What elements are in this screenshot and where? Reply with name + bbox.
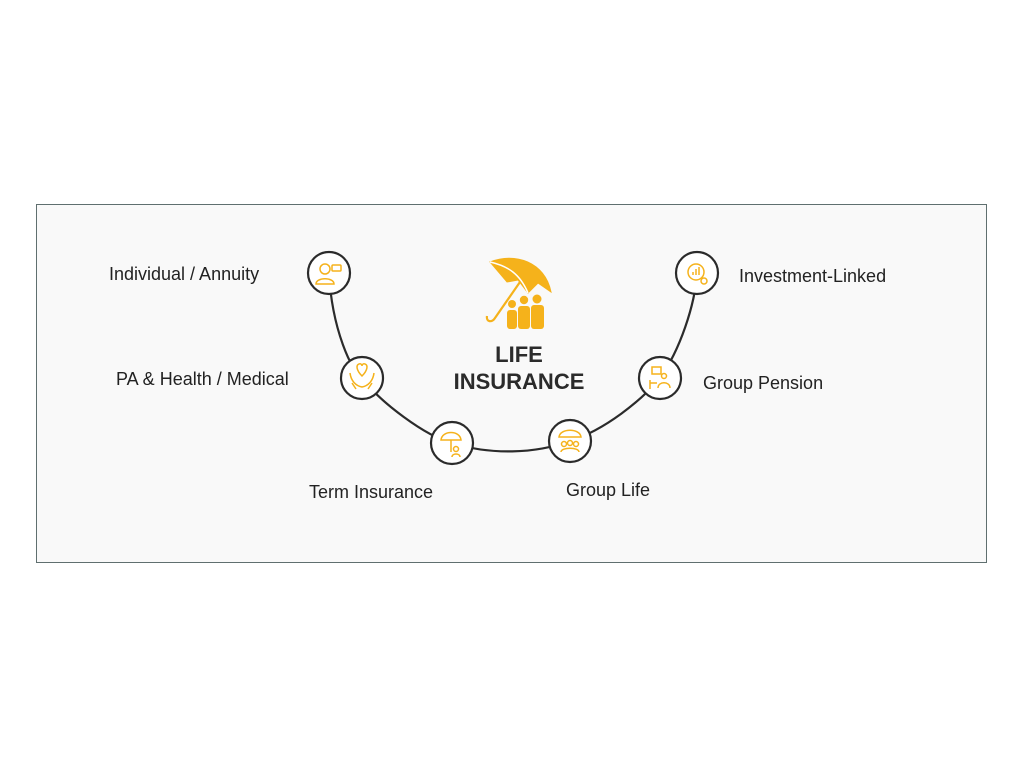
hands-heart-icon [349,363,375,390]
node-group-life[interactable] [547,418,593,464]
node-group-pension[interactable] [637,355,683,401]
umbrella-group-icon [558,429,582,453]
node-investment-linked[interactable] [674,250,720,296]
label-term-insurance: Term Insurance [309,482,434,502]
title-line-1: LIFE [495,342,543,367]
umbrella-family-icon [485,257,552,329]
node-term-insurance[interactable] [429,420,475,466]
label-investment-linked: Investment-Linked [739,266,887,286]
person-desk-icon [649,366,671,389]
node-individual-annuity[interactable] [306,250,352,296]
umbrella-person-icon [440,431,462,458]
person-profile-icon [315,263,342,285]
label-individual-annuity: Individual / Annuity [109,264,260,284]
label-pa-health-medical: PA & Health / Medical [116,369,289,389]
chart-coin-icon [687,263,708,285]
node-pa-health-medical[interactable] [339,355,385,401]
label-group-life: Group Life [566,480,651,500]
label-group-pension: Group Pension [703,373,824,393]
title-line-2: INSURANCE [453,369,585,394]
